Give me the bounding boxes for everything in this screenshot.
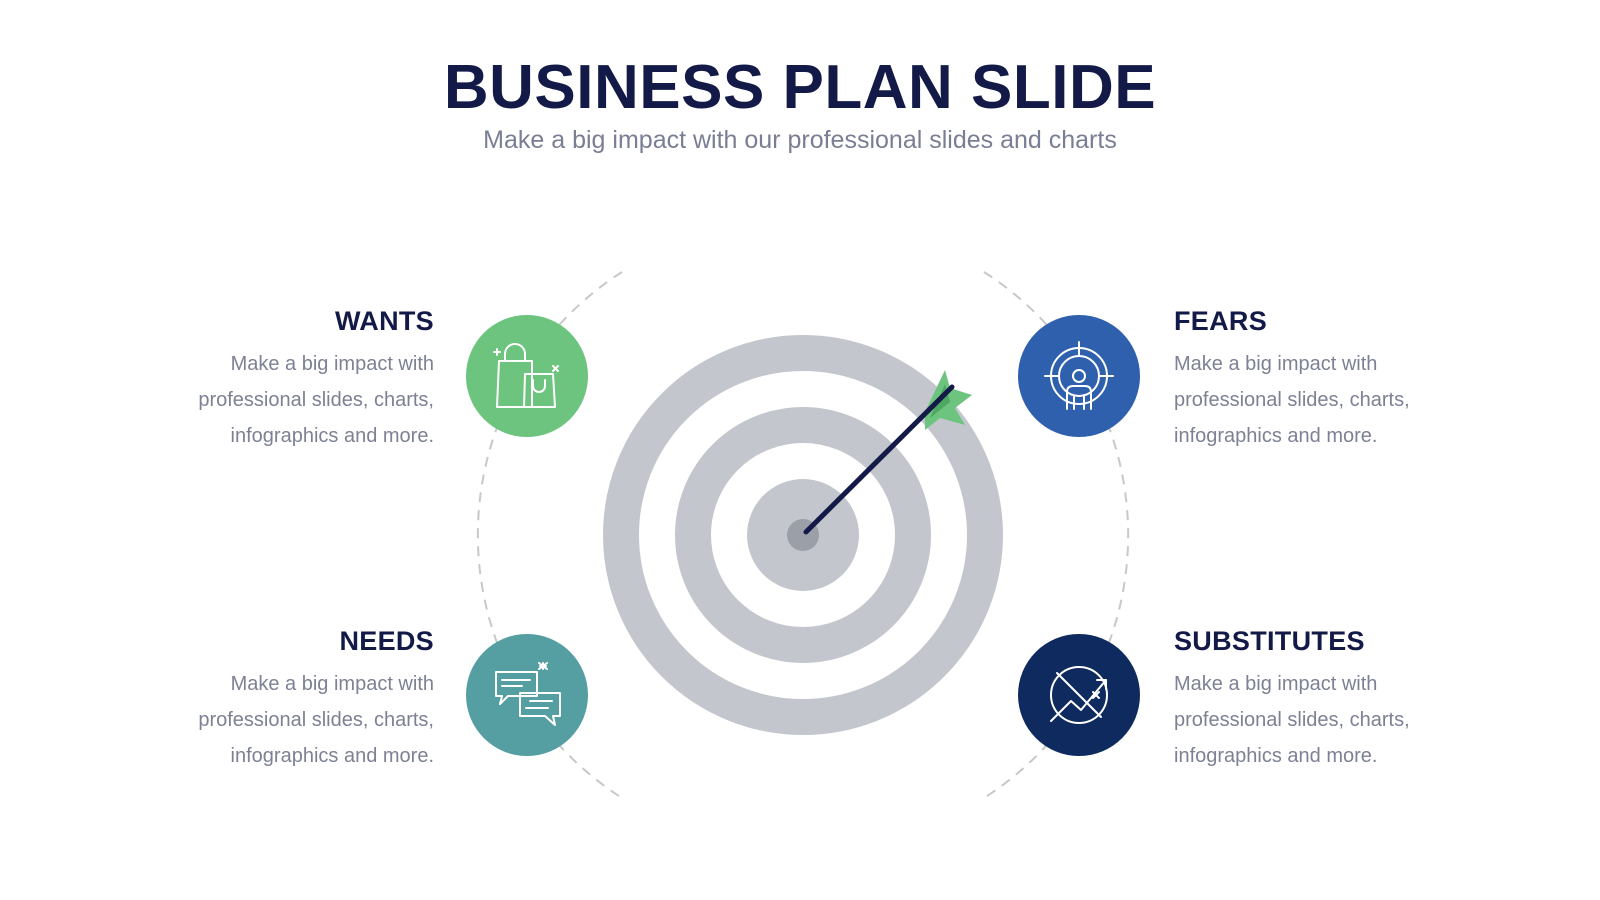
substitutes-description: Make a big impact with professional slid… — [1174, 666, 1454, 774]
substitutes-line-3: infographics and more. — [1174, 745, 1378, 767]
substitutes-icon-badge — [1018, 634, 1140, 756]
target — [603, 335, 1003, 735]
substitutes-heading: SUBSTITUTES — [1174, 626, 1365, 656]
substitutes-line-2: professional slides, charts, — [1174, 709, 1410, 731]
fears-line-3: infographics and more. — [1174, 425, 1378, 447]
fears-icon-badge — [1018, 315, 1140, 437]
fears-description: Make a big impact with professional slid… — [1174, 346, 1454, 454]
wants-line-3: infographics and more. — [230, 425, 434, 447]
wants-heading: WANTS — [335, 306, 434, 336]
needs-description: Make a big impact with professional slid… — [154, 666, 434, 774]
wants-line-1: Make a big impact with — [230, 353, 434, 375]
wants-line-2: professional slides, charts, — [198, 389, 434, 411]
needs-block: NEEDS Make a big impact with professiona… — [154, 624, 434, 774]
arrow — [803, 370, 972, 535]
page-title: BUSINESS PLAN SLIDE — [443, 53, 1157, 122]
swap-arrows-icon — [1050, 666, 1108, 724]
wants-icon-badge — [466, 315, 588, 437]
fears-heading: FEARS — [1174, 306, 1268, 336]
target-ring-middle — [675, 407, 931, 663]
targeted-person-icon — [1044, 341, 1114, 410]
fears-line-1: Make a big impact with — [1174, 353, 1378, 375]
arrow-shaft — [803, 384, 955, 535]
fears-block: FEARS Make a big impact with professiona… — [1174, 304, 1454, 454]
fears-line-2: professional slides, charts, — [1174, 389, 1410, 411]
wants-description: Make a big impact with professional slid… — [154, 346, 434, 454]
page-subtitle: Make a big impact with our professional … — [483, 126, 1117, 154]
needs-line-1: Make a big impact with — [230, 673, 434, 695]
substitutes-line-1: Make a big impact with — [1174, 673, 1378, 695]
target-ring-outer — [603, 335, 1003, 735]
needs-icon-badge — [466, 634, 588, 756]
needs-line-2: professional slides, charts, — [198, 709, 434, 731]
needs-line-3: infographics and more. — [230, 745, 434, 767]
chat-bubbles-icon — [495, 662, 561, 726]
shopping-bags-icon — [493, 343, 559, 408]
needs-heading: NEEDS — [339, 626, 434, 656]
substitutes-block: SUBSTITUTES Make a big impact with profe… — [1174, 624, 1454, 774]
wants-block: WANTS Make a big impact with professiona… — [154, 304, 434, 454]
